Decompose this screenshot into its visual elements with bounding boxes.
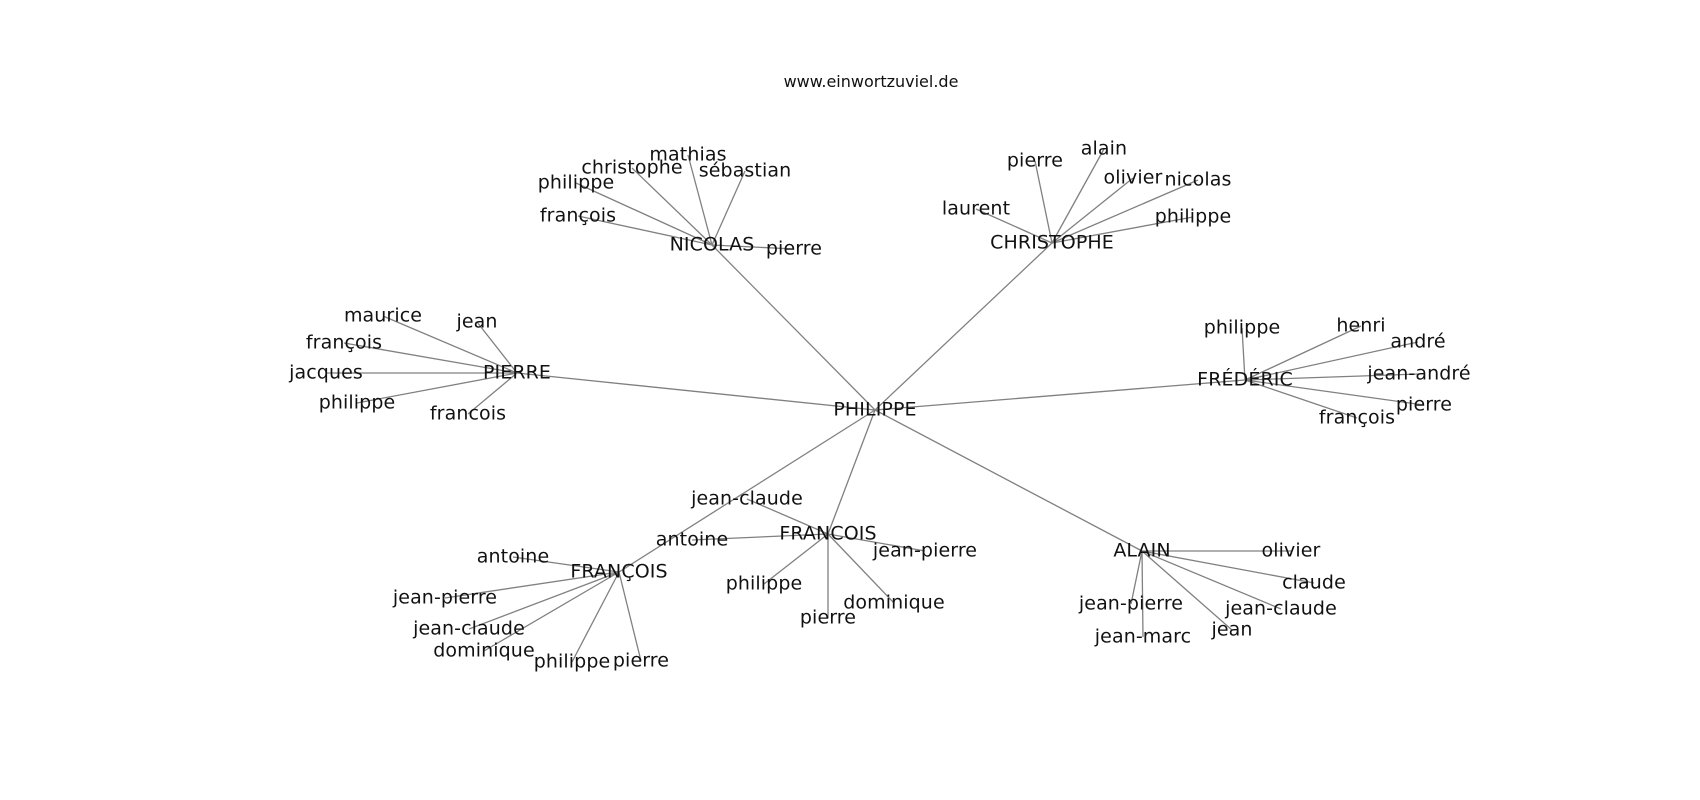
leaf-node-label-pierre-philippe: philippe — [318, 391, 396, 414]
leaf-node-label-pierre-maurice: maurice — [343, 304, 423, 327]
edge-francois-antoine — [691, 533, 829, 541]
edge-francois-pierre — [618, 571, 642, 662]
edge-francois-jean-pierre — [827, 533, 926, 552]
edge-christophe-alain — [1051, 148, 1105, 244]
edge-center-frederic — [874, 379, 1246, 411]
leaf-node-label-pierre-jacques: jacques — [289, 361, 363, 384]
leaf-node-label-frederic-andre: andré — [1390, 330, 1446, 353]
leaf-node-label-nicolas-mathias: mathias — [649, 143, 727, 166]
leaf-node-label-alain-claude: claude — [1282, 571, 1346, 594]
edge-pierre-maurice — [382, 315, 518, 374]
edge-center-francois — [618, 409, 876, 573]
edge-pierre-francois — [343, 342, 518, 374]
leaf-node-label-christophe-philippe: philippe — [1154, 205, 1232, 228]
site-title: www.einwortzuviel.de — [783, 72, 959, 91]
edge-christophe-laurent — [975, 208, 1053, 244]
leaf-node-label-francois-pierre: pierre — [612, 649, 670, 672]
edge-center-francois — [827, 409, 876, 535]
edge-francois-jean-claude — [746, 498, 829, 535]
edge-frederic-pierre — [1244, 379, 1425, 406]
leaf-node-label-frederic-pierre: pierre — [1395, 393, 1453, 416]
leaf-node-label-nicolas-francois: françois — [539, 204, 617, 227]
leaf-node-label-francois-dominique: dominique — [433, 639, 535, 662]
edge-christophe-philippe — [1051, 216, 1194, 244]
edge-alain-jean-claude — [1141, 550, 1282, 610]
leaf-node-label-francois-antoine: antoine — [655, 528, 729, 551]
center-node-label: PHILIPPE — [833, 398, 917, 421]
hub-node-label-pierre: PIERRE — [482, 361, 552, 384]
hub-node-label-francois: FRANÇOIS — [570, 560, 668, 583]
edge-francois-philippe — [763, 533, 829, 585]
leaf-node-label-frederic-henri: henri — [1336, 314, 1386, 337]
hub-node-label-francois: FRANCOIS — [779, 522, 877, 545]
edge-frederic-philippe — [1241, 327, 1246, 381]
leaf-node-label-alain-jean-marc: jean-marc — [1094, 625, 1192, 648]
edge-francois-dominique — [483, 571, 620, 652]
hub-node-label-frederic: FRÉDÉRIC — [1197, 368, 1293, 391]
edge-center-pierre — [516, 372, 876, 411]
edge-francois-antoine — [512, 556, 620, 573]
edge-francois-dominique — [827, 533, 895, 604]
edge-center-alain — [874, 409, 1143, 552]
leaf-node-label-frederic-francois: françois — [1318, 406, 1396, 429]
leaf-node-label-francois-jean-pierre: jean-pierre — [872, 539, 978, 562]
leaf-node-label-frederic-jean-andre: jean-andré — [1367, 362, 1471, 385]
hub-node-label-alain: ALAIN — [1113, 539, 1171, 562]
leaf-node-label-francois-antoine: antoine — [476, 545, 550, 568]
hub-node-label-christophe: CHRISTOPHE — [990, 231, 1114, 254]
edge-christophe-nicolas — [1051, 179, 1199, 244]
edge-pierre-philippe — [356, 372, 518, 404]
leaf-node-label-nicolas-pierre: pierre — [765, 237, 823, 260]
edge-alain-claude — [1141, 550, 1315, 584]
leaf-node-label-nicolas-christophe: christophe — [581, 156, 683, 179]
edge-nicolas-sebastian — [711, 170, 746, 246]
hub-node-label-nicolas: NICOLAS — [669, 233, 755, 256]
leaf-node-label-pierre-francois: françois — [305, 331, 383, 354]
edge-pierre-jean — [476, 321, 518, 374]
leaf-node-label-christophe-laurent: laurent — [941, 197, 1011, 220]
leaf-node-label-francois-jean-pierre: jean-pierre — [392, 586, 498, 609]
leaf-node-label-francois-dominique: dominique — [843, 591, 945, 614]
edge-nicolas-philippe — [575, 182, 713, 246]
leaf-node-label-alain-jean: jean — [1211, 618, 1253, 641]
edge-frederic-andre — [1244, 341, 1419, 381]
leaf-node-label-francois-pierre: pierre — [799, 606, 857, 629]
leaf-node-label-nicolas-philippe: philippe — [537, 171, 615, 194]
leaf-node-label-christophe-pierre: pierre — [1006, 149, 1064, 172]
edge-nicolas-francois — [577, 215, 713, 246]
edge-nicolas-mathias — [687, 154, 713, 246]
edge-pierre-francois — [467, 372, 518, 415]
edge-christophe-pierre — [1034, 160, 1053, 244]
leaf-node-label-nicolas-sebastian: sébastian — [698, 159, 792, 182]
leaf-node-label-francois-jean-claude: jean-claude — [413, 617, 525, 640]
edge-alain-jean-pierre — [1130, 550, 1143, 605]
edge-alain-jean — [1141, 550, 1233, 631]
leaf-node-label-christophe-nicolas: nicolas — [1164, 168, 1232, 191]
edge-christophe-olivier — [1051, 177, 1134, 244]
edge-frederic-henri — [1244, 325, 1362, 381]
edge-francois-jean-claude — [468, 571, 620, 630]
leaf-node-label-christophe-alain: alain — [1080, 137, 1128, 160]
edge-francois-jean-pierre — [444, 571, 620, 599]
leaf-node-label-francois-philippe: philippe — [533, 650, 611, 673]
leaf-node-label-pierre-francois: francois — [429, 402, 507, 425]
leaf-node-label-pierre-jean: jean — [456, 310, 498, 333]
leaf-node-label-frederic-philippe: philippe — [1203, 316, 1281, 339]
leaf-node-label-alain-olivier: olivier — [1261, 539, 1321, 562]
edge-francois-philippe — [571, 571, 620, 663]
leaf-node-label-christophe-olivier: olivier — [1103, 166, 1163, 189]
edge-nicolas-pierre — [711, 244, 795, 250]
leaf-node-label-francois-jean-claude: jean-claude — [691, 487, 803, 510]
edge-frederic-jean-andre — [1244, 373, 1420, 381]
edge-frederic-francois — [1244, 379, 1358, 419]
edge-alain-jean-marc — [1141, 550, 1144, 638]
edge-center-christophe — [874, 242, 1053, 411]
leaf-node-label-francois-philippe: philippe — [725, 572, 803, 595]
leaf-node-label-alain-jean-claude: jean-claude — [1225, 597, 1337, 620]
edge-nicolas-christophe — [631, 167, 713, 246]
leaf-node-label-alain-jean-pierre: jean-pierre — [1078, 592, 1184, 615]
edge-center-nicolas — [711, 244, 876, 411]
